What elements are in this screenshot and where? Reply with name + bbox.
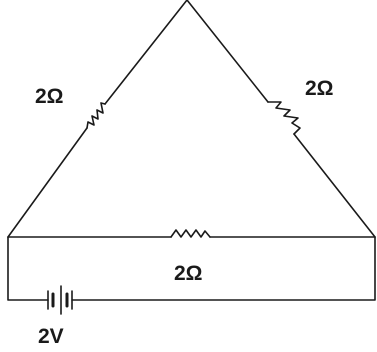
battery-label: 2V (38, 325, 64, 348)
resistor-right (186, 0, 376, 238)
battery-icon (47, 285, 73, 315)
resistor-bottom-label: 2Ω (174, 262, 203, 285)
battery-branch (7, 236, 376, 315)
resistor-right-label: 2Ω (305, 77, 334, 100)
resistor-bottom-zigzag (170, 229, 211, 238)
resistor-left-label: 2Ω (35, 85, 64, 108)
wire-loop-right (71, 236, 376, 301)
wire-loop-left (7, 236, 49, 301)
wire-right-upper (186, 0, 269, 103)
resistor-right-zigzag (267, 101, 301, 135)
wire-left-lower (7, 127, 88, 238)
resistor-bottom (7, 229, 376, 238)
wire-left-upper (104, 0, 188, 105)
wire-right-lower (293, 133, 376, 238)
resistor-left-zigzag (86, 102, 106, 129)
resistor-left (7, 0, 188, 238)
